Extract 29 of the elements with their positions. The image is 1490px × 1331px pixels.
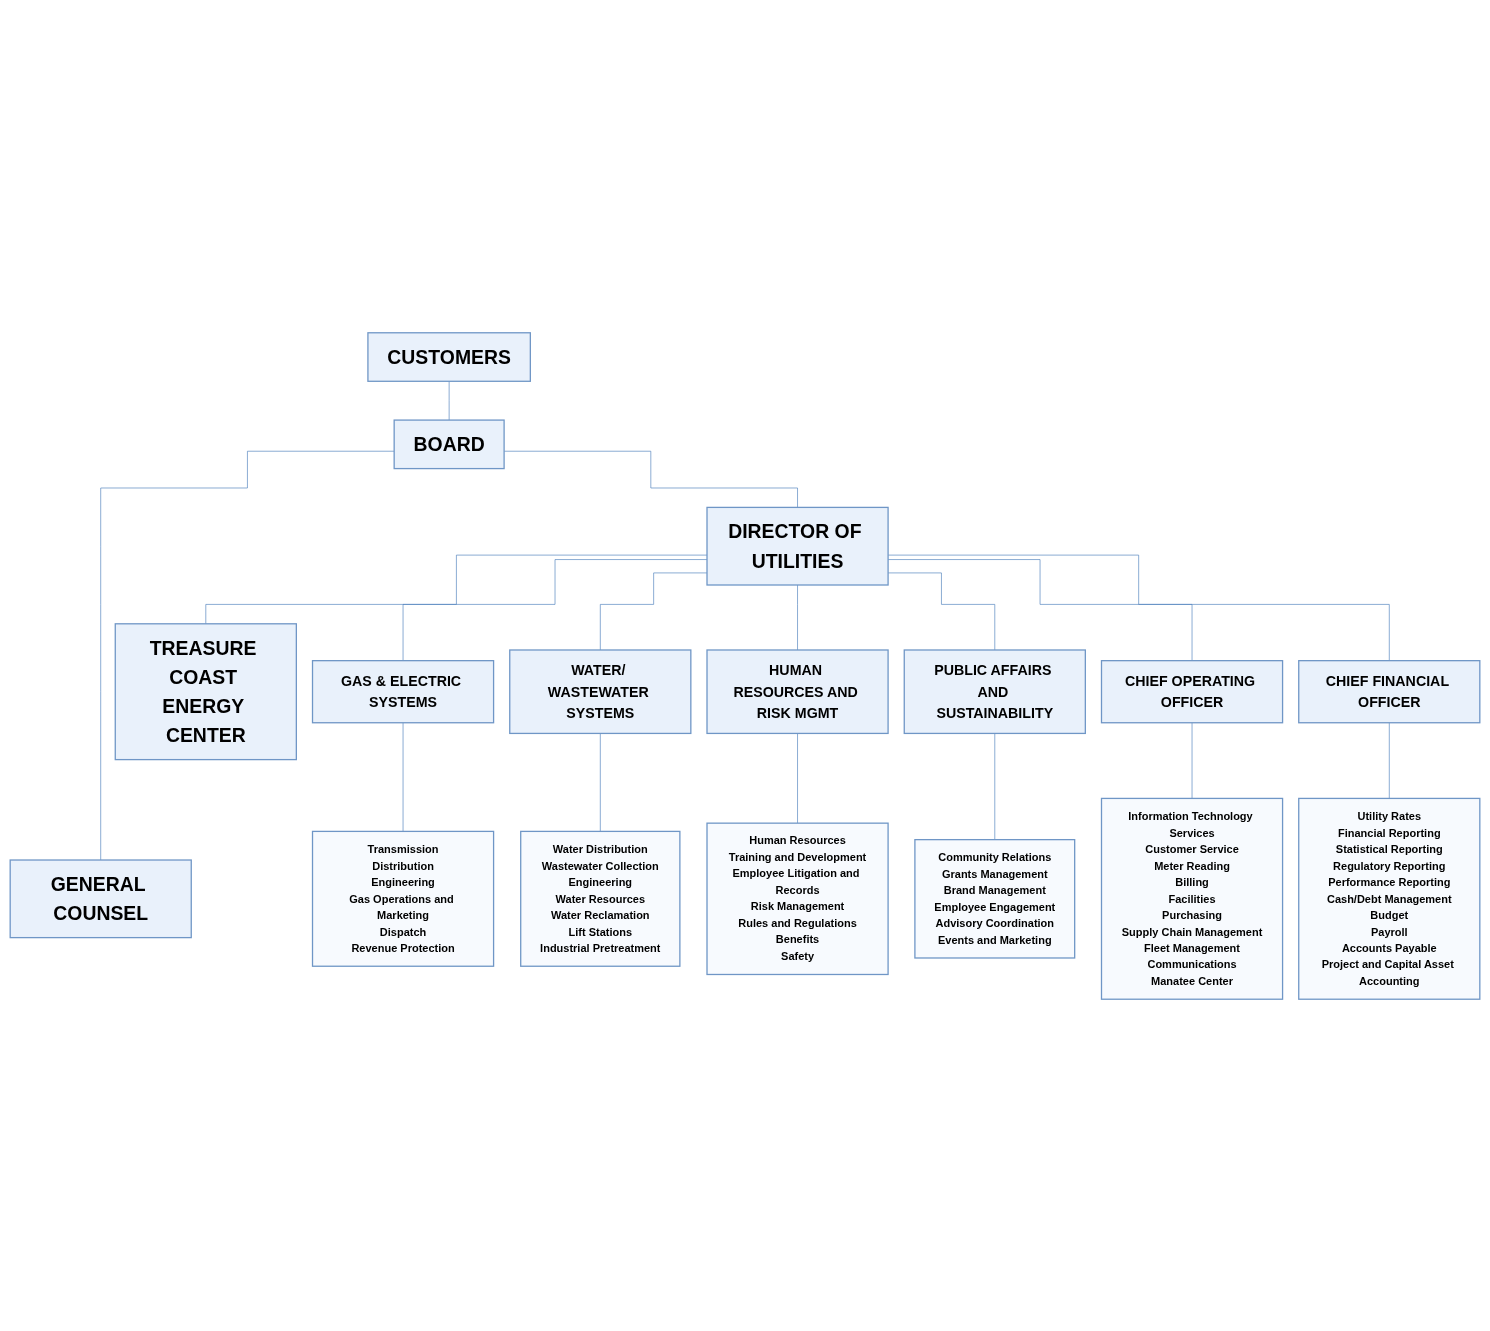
connector [599, 572, 708, 650]
node-box: WATER/ WASTEWATER SYSTEMS [509, 648, 692, 734]
connector [1191, 721, 1193, 799]
node-box: Utility Rates Financial Reporting Statistical Reporting Regulatory Reporting Performance Reporting Cash/Debt Management Budget Payroll Accounts Payable Project and Capital Asset Accounting [1298, 797, 1481, 1000]
node-box: CHIEF FINANCIAL OFFICER [1298, 659, 1481, 723]
node-box: CUSTOMERS [367, 331, 531, 382]
node-box: Transmission Distribution Engineering Gas Operations and Marketing Dispatch Revenue Protection [311, 830, 495, 967]
node-box: PUBLIC AFFAIRS AND SUSTAINABILITY [903, 648, 1086, 734]
node-box: Information Technology Services Customer Service Meter Reading Billing Facilities Purchasing Supply Chain Management Fleet Management Communications Manatee Center [1100, 797, 1284, 1000]
node-box: HUMAN RESOURCES AND RISK MGMT [706, 648, 889, 734]
node-box: GAS & ELECTRIC SYSTEMS [311, 659, 495, 723]
connector [994, 732, 996, 840]
node-box: Community Relations Grants Management Brand Management Employee Engagement Advisory Coordination Events and Marketing [914, 838, 1076, 959]
node-box: CHIEF OPERATING OFFICER [1100, 659, 1284, 723]
connector [599, 732, 601, 832]
connector [797, 584, 798, 650]
node-box: TREASURE COAST ENERGY CENTER [114, 622, 297, 760]
connector [448, 380, 450, 420]
connector [797, 732, 798, 823]
connector [402, 558, 708, 661]
connector [402, 721, 404, 832]
connector [100, 450, 395, 860]
node-box: Water Distribution Wastewater Collection Engineering Water Resources Water Reclamation Lift Stations Industrial Pretreatment [520, 830, 681, 967]
connector [205, 554, 708, 624]
connector [1388, 721, 1390, 799]
node-box: Human Resources Training and Development Employee Litigation and Records Risk Management Rules and Regulations Benefits Safety [706, 822, 889, 975]
node-box: BOARD [393, 418, 505, 469]
node-box: GENERAL COUNSEL [9, 858, 192, 938]
node-box: DIRECTOR OF UTILITIES [706, 506, 889, 586]
